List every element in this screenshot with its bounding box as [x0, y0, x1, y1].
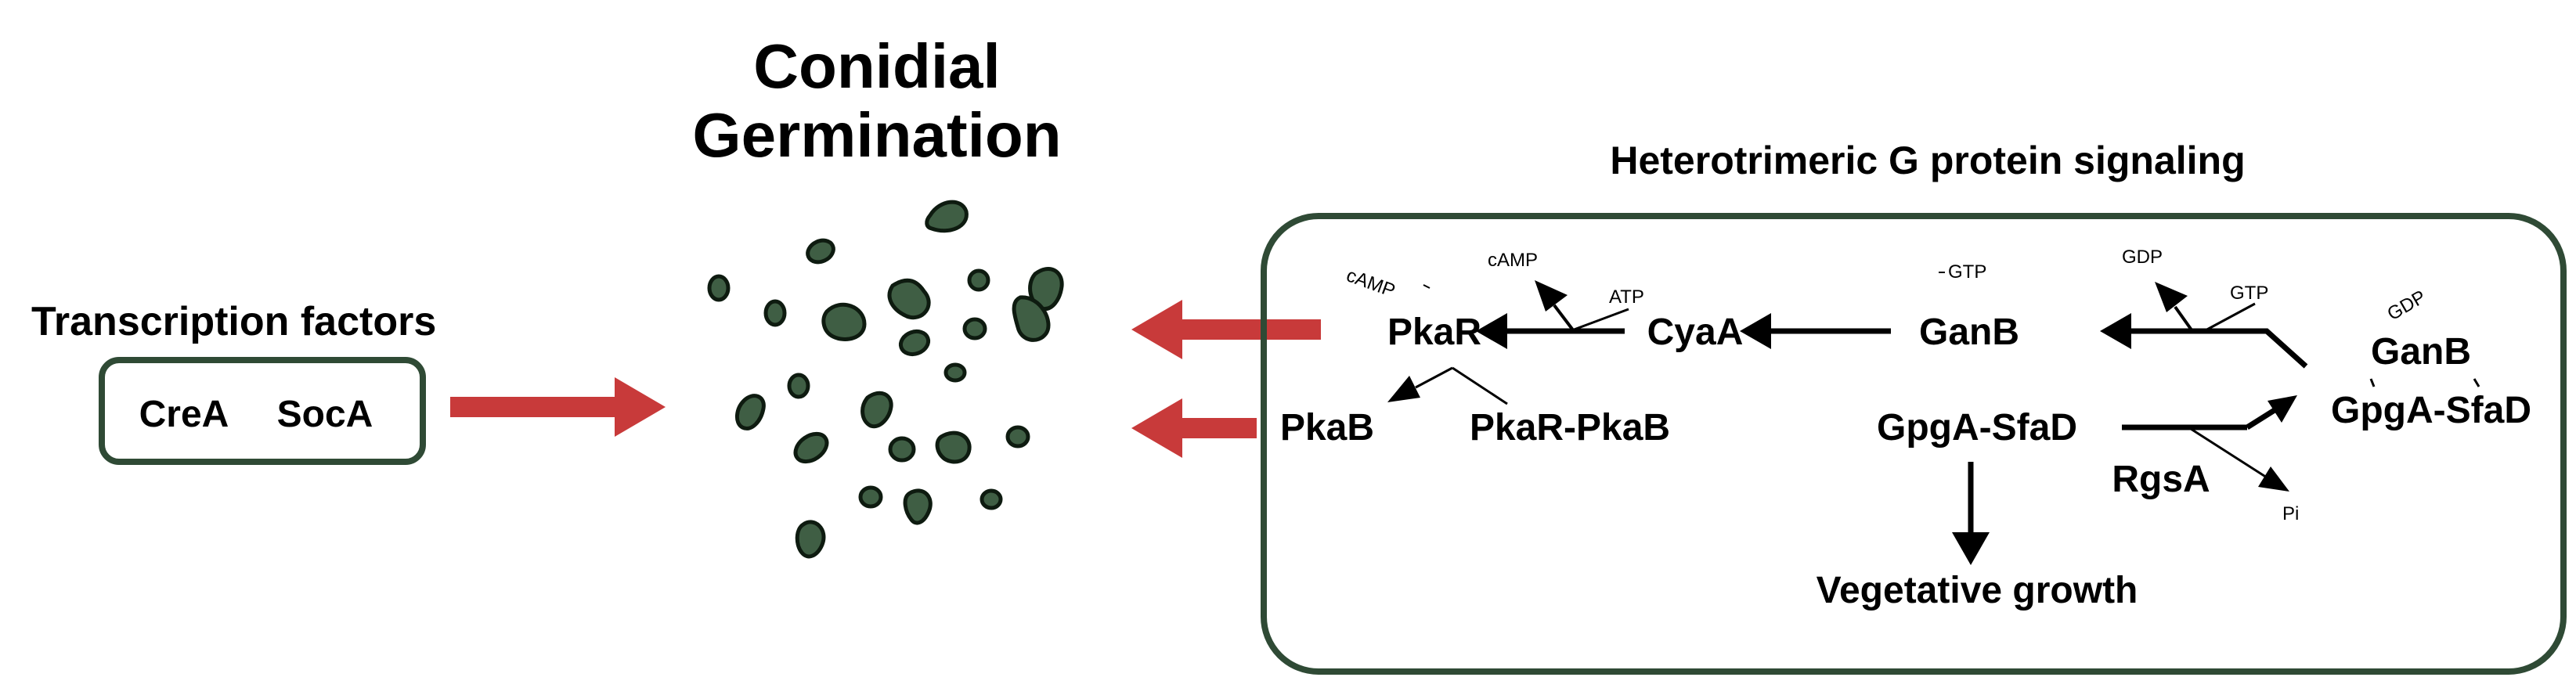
- spore: [795, 520, 826, 559]
- atp-branch-line: [1569, 308, 1629, 333]
- spore: [860, 391, 893, 429]
- spore: [763, 299, 787, 327]
- node-pkar-pkab: PkaR-PkaB: [1470, 407, 1670, 448]
- spore: [787, 373, 810, 399]
- red-arrow-gprotein-top: [1131, 300, 1321, 359]
- label-pi: Pi: [2282, 503, 2299, 524]
- node-ganb: GanB: [1919, 312, 2019, 353]
- transcription-factors-heading: Transcription factors: [31, 299, 436, 344]
- label-gtp-bound: GTP: [1948, 261, 1986, 283]
- arrow-camp-release: [1535, 280, 1575, 333]
- label-gtp-in: GTP: [2230, 283, 2268, 304]
- spore: [1028, 267, 1064, 312]
- arrow-gpga-to-complex: [2122, 395, 2297, 430]
- dash-mark: [1423, 284, 1431, 289]
- label-gdp-release: GDP: [2122, 247, 2163, 268]
- node-gpga-sfad-complex: GpgA-SfaD: [2331, 390, 2531, 431]
- spore: [980, 488, 1003, 510]
- gprotein-box: [1261, 213, 2567, 675]
- node-vegetative-growth: Vegetative growth: [1817, 570, 2138, 611]
- spore: [903, 488, 933, 525]
- conidia-cluster: [707, 200, 1064, 559]
- dash-mark: [2473, 378, 2480, 387]
- red-arrow-gprotein-bottom: [1131, 398, 1257, 458]
- red-arrow-transcription: [450, 377, 666, 437]
- arrow-ganb-to-cyaa: [1740, 313, 1891, 349]
- arrow-to-pkab: [1387, 366, 1453, 402]
- spore: [806, 238, 835, 265]
- title-line-2: Germination: [692, 100, 1061, 170]
- spore: [735, 394, 766, 430]
- spore: [967, 268, 990, 292]
- factor-crea: CreA: [139, 394, 229, 435]
- arrow-pi-release: [2188, 426, 2289, 492]
- spore: [943, 362, 967, 383]
- spore: [888, 436, 916, 463]
- spore: [1005, 425, 1030, 448]
- spore: [1012, 295, 1051, 342]
- gprotein-heading: Heterotrimeric G protein signaling: [1610, 139, 2245, 182]
- spore: [858, 485, 883, 509]
- arrow-complex-to-ganb: [2100, 313, 2308, 369]
- spore: [793, 431, 829, 464]
- gtp-branch-line: [2203, 302, 2256, 333]
- node-gpga-sfad: GpgA-SfaD: [1877, 407, 2077, 448]
- transcription-factors-box: [99, 357, 426, 465]
- node-cyaa: CyaA: [1647, 312, 1744, 353]
- spore: [925, 200, 969, 233]
- node-pkab: PkaB: [1280, 407, 1374, 448]
- node-pkar: PkaR: [1387, 312, 1481, 353]
- label-camp-free: cAMP: [1344, 265, 1398, 301]
- factor-soca: SocA: [277, 394, 373, 435]
- title-line-1: Conidial: [753, 31, 1001, 101]
- spore: [898, 329, 931, 357]
- spore: [962, 317, 987, 340]
- dash-mark: [2369, 378, 2376, 387]
- spore: [821, 302, 867, 341]
- spore: [887, 278, 931, 320]
- label-atp: ATP: [1609, 286, 1644, 308]
- arrow-cyaa-to-pkar: [1476, 313, 1625, 349]
- spore: [935, 430, 972, 464]
- spore: [707, 274, 731, 302]
- arrow-gdp-release: [2155, 282, 2194, 333]
- arrow-to-vegetative-growth: [1952, 462, 1990, 565]
- node-ganb-complex: GanB: [2371, 331, 2471, 373]
- label-camp-release: cAMP: [1488, 250, 1538, 271]
- label-gdp-bound: GDP: [2384, 286, 2430, 325]
- pkar-pkab-branch: [1452, 366, 1508, 405]
- node-rgsa: RgsA: [2112, 459, 2210, 500]
